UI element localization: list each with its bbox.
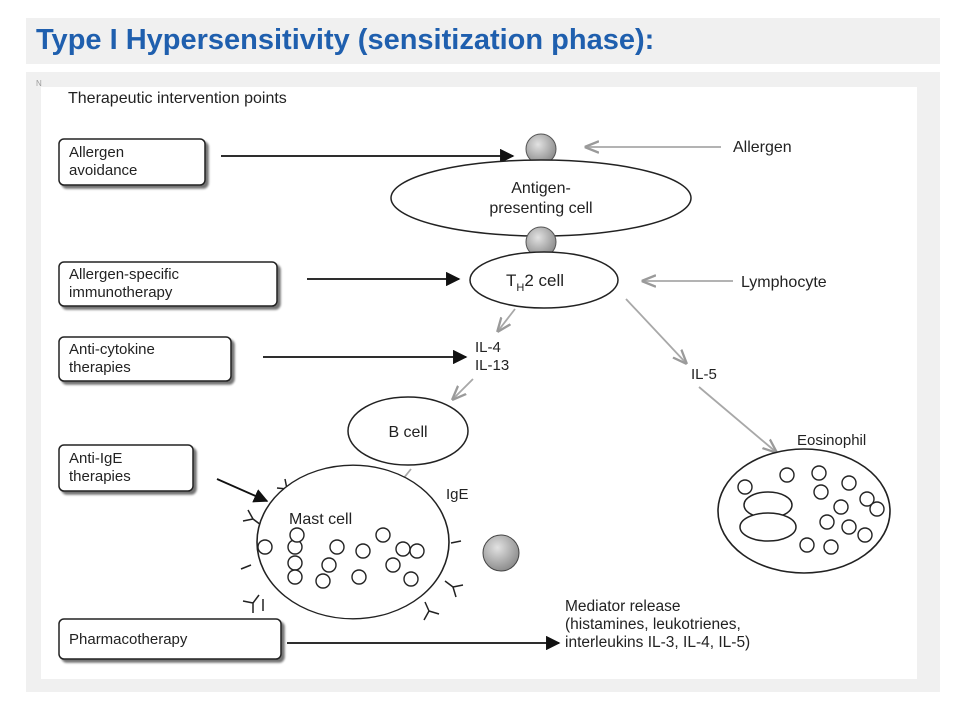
allergen-label: Allergen [733, 139, 792, 156]
diagram-heading: Therapeutic intervention points [68, 90, 287, 107]
immunotherapy-line2: immunotherapy [69, 284, 173, 301]
anti-ige-line1: Anti-IgE [69, 450, 122, 467]
th2-t: T [506, 271, 516, 290]
th2-cell [469, 251, 619, 309]
th2-label: TH2 cell [506, 271, 564, 294]
corner-mark: N [36, 79, 42, 88]
lymphocyte-label: Lymphocyte [741, 274, 827, 291]
anti-ige-line2: therapies [69, 468, 131, 485]
immunotherapy-box: Allergen-specific immunotherapy [58, 261, 278, 307]
arrow-anti-ige [216, 478, 269, 503]
il5-label: IL-5 [691, 366, 717, 383]
slide-title: Type I Hypersensitivity (sensitization p… [36, 24, 655, 56]
allergen-avoidance-line1: Allergen [69, 144, 124, 161]
b-cell-label: B cell [388, 424, 427, 441]
anti-cytokine-box: Anti-cytokine therapies [58, 336, 232, 382]
diagram-panel: Therapeutic intervention points Allergen… [41, 87, 917, 679]
apc-label-line1: Antigen- [511, 180, 571, 197]
th2-sub: H [516, 282, 524, 294]
arrow-th2-to-il4 [498, 308, 516, 331]
mast-cell-label: Mast cell [289, 511, 352, 528]
mast-cell: Mast cell [240, 464, 520, 621]
arrow-th2-to-il5 [625, 298, 686, 363]
anti-cytokine-line2: therapies [69, 359, 131, 376]
il4-label: IL-4 [475, 339, 501, 356]
b-cell [347, 396, 469, 466]
allergen-avoidance-box: Allergen avoidance [58, 138, 206, 186]
immunotherapy-line1: Allergen-specific [69, 266, 180, 283]
mediator-line2: (histamines, leukotrienes, [565, 616, 741, 633]
allergen-avoidance-line2: avoidance [69, 162, 137, 179]
mediator-line3: interleukins IL-3, IL-4, IL-5) [565, 634, 750, 651]
anti-ige-box: Anti-IgE therapies [58, 444, 194, 492]
anti-cytokine-line1: Anti-cytokine [69, 341, 155, 358]
pharmacotherapy-label: Pharmacotherapy [69, 631, 188, 648]
hypersensitivity-diagram: Therapeutic intervention points Allergen… [58, 90, 891, 660]
il13-label: IL-13 [475, 357, 509, 374]
pharmacotherapy-box: Pharmacotherapy [58, 618, 282, 660]
arrow-il4-to-bcell [453, 378, 474, 399]
title-bar: Type I Hypersensitivity (sensitization p… [26, 18, 940, 64]
antigen-presenting-cell [390, 159, 692, 237]
ige-label: IgE [446, 486, 469, 503]
arrow-il5-to-eosinophil [698, 386, 776, 452]
apc-label-line2: presenting cell [489, 200, 592, 217]
mast-cell-allergen [482, 534, 520, 572]
th2-rest: 2 cell [524, 271, 564, 290]
mediator-line1: Mediator release [565, 598, 680, 615]
eosinophil-label: Eosinophil [797, 432, 866, 449]
eosinophil [717, 448, 891, 574]
